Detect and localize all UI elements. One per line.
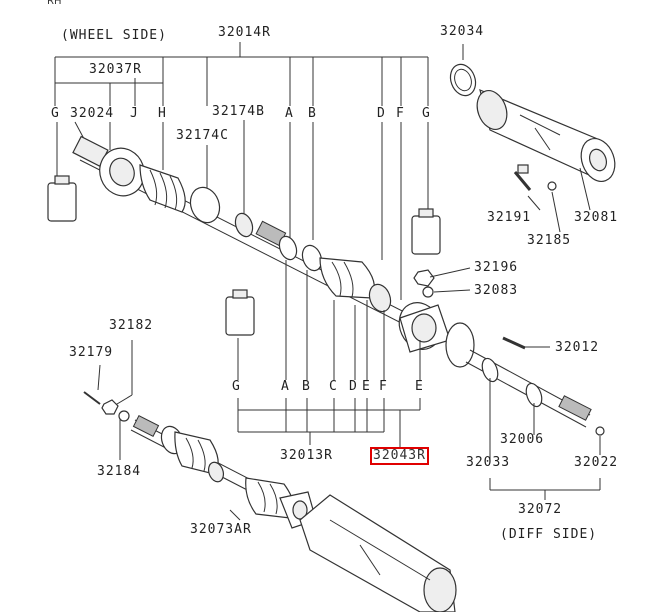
letter-bottom-e2: E	[415, 379, 424, 394]
letter-top-g1: G	[51, 106, 60, 121]
side-indicator: RH	[47, 0, 62, 7]
diff-side-shaft	[445, 322, 605, 436]
part-32191: 32191	[487, 210, 532, 225]
diff-housing	[299, 494, 457, 612]
part-32182: 32182	[109, 318, 154, 333]
part-32196: 32196	[474, 260, 519, 275]
part-32014R: 32014R	[218, 25, 271, 40]
letter-bottom-c: C	[329, 379, 338, 394]
grease-pack-1	[47, 175, 77, 222]
part-32174C: 32174C	[176, 128, 229, 143]
letter-bottom-g: G	[232, 379, 241, 394]
part-32081: 32081	[574, 210, 619, 225]
grease-pack-2	[411, 208, 441, 255]
part-32184: 32184	[97, 464, 142, 479]
part-32006: 32006	[500, 432, 545, 447]
letter-bottom-b: B	[302, 379, 311, 394]
grease-pack-3	[225, 289, 255, 336]
part-32033: 32033	[466, 455, 511, 470]
letter-bottom-d: D	[349, 379, 358, 394]
letter-top-a: A	[285, 106, 294, 121]
letter-bottom-a: A	[281, 379, 290, 394]
bearing-housing-32081	[449, 63, 616, 191]
letter-top-h: H	[158, 106, 167, 121]
part-32185: 32185	[527, 233, 572, 248]
leaders-top	[56, 120, 429, 300]
letter-top-f: F	[396, 106, 405, 121]
bracket-32014R	[54, 42, 429, 106]
letter-bottom-e: E	[362, 379, 371, 394]
flange-32043R	[399, 304, 451, 353]
wheel-side-label: (WHEEL SIDE)	[61, 28, 167, 43]
part-32174B: 32174B	[212, 104, 265, 119]
part-32024: 32024	[70, 106, 115, 121]
part-32037R: 32037R	[89, 62, 142, 77]
part-32013R: 32013R	[280, 448, 333, 463]
part-32072: 32072	[518, 502, 563, 517]
part-32073AR: 32073AR	[190, 522, 252, 537]
part-32083: 32083	[474, 283, 519, 298]
letter-top-d: D	[377, 106, 386, 121]
letter-top-g2: G	[422, 106, 431, 121]
part-32012: 32012	[555, 340, 600, 355]
bracket-32013R	[237, 260, 421, 448]
leaders-misc	[97, 44, 601, 521]
part-32179: 32179	[69, 345, 114, 360]
part-32043R-highlighted[interactable]: 32043R	[370, 447, 429, 465]
letter-top-b: B	[308, 106, 317, 121]
part-32022: 32022	[574, 455, 619, 470]
diff-side-label: (DIFF SIDE)	[500, 527, 598, 542]
letter-bottom-f: F	[379, 379, 388, 394]
part-32034: 32034	[440, 24, 485, 39]
letter-top-j: J	[130, 106, 139, 121]
